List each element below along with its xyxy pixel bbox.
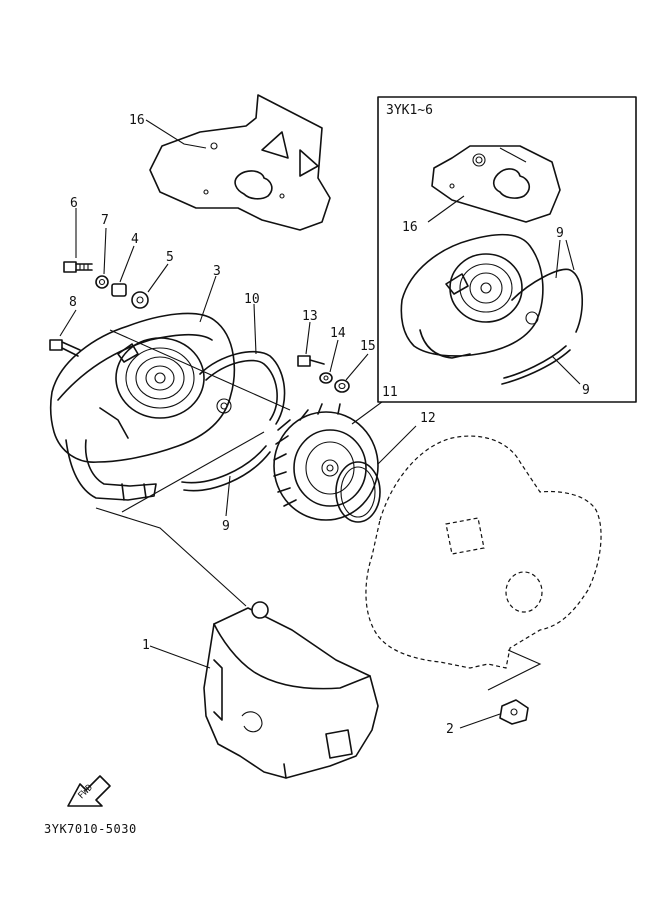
inset-title: 3YK1~6: [386, 103, 433, 118]
inset-frame: [377, 96, 637, 403]
callout-4: 4: [131, 232, 139, 247]
callout-9-inset-bottom: 9: [582, 383, 590, 398]
part-6-bolt: [63, 261, 93, 273]
leader-lines: [59, 119, 581, 729]
part-10-hose: [199, 350, 286, 425]
callout-15: 15: [360, 339, 376, 354]
engine-case-outline: [365, 435, 602, 669]
callout-12: 12: [420, 411, 436, 426]
part-9-inset-hose: [501, 268, 584, 385]
catalog-code: 3YK7010-5030: [44, 822, 137, 836]
part-15-nut: [334, 379, 350, 393]
callout-10: 10: [244, 292, 260, 307]
part-16-shroud-plate: [149, 94, 331, 231]
callout-9: 9: [222, 519, 230, 534]
part-5-grommet: [131, 291, 149, 309]
part-8-screw: [49, 339, 81, 357]
callout-3: 3: [213, 264, 221, 279]
part-11-cooling-fan: [273, 403, 379, 521]
part-13-bolt: [297, 355, 325, 367]
part-7-washer: [95, 275, 109, 289]
callout-5: 5: [166, 250, 174, 265]
callout-13: 13: [302, 309, 318, 324]
callout-16: 16: [129, 113, 145, 128]
part-1-air-shroud: [203, 601, 379, 779]
callout-9-inset-top: 9: [556, 226, 564, 241]
part-2-grommet: [499, 699, 529, 725]
callout-8: 8: [69, 295, 77, 310]
part-3-fan-cover: [49, 312, 236, 501]
part-14-washer: [319, 372, 333, 384]
part-9-hose: [181, 445, 271, 492]
callout-14: 14: [330, 326, 346, 341]
part-16-inset-shroud-plate: [431, 145, 561, 223]
part-4-collar: [111, 283, 127, 297]
callout-1: 1: [142, 638, 150, 653]
callout-2: 2: [446, 722, 454, 737]
callout-16-inset: 16: [402, 220, 418, 235]
callout-7: 7: [101, 213, 109, 228]
part-12-o-ring: [335, 461, 381, 523]
callout-11: 11: [382, 385, 398, 400]
callout-6: 6: [70, 196, 78, 211]
part-3-inset-fan-cover: [400, 233, 544, 359]
fwd-arrow-icon: [67, 775, 111, 807]
